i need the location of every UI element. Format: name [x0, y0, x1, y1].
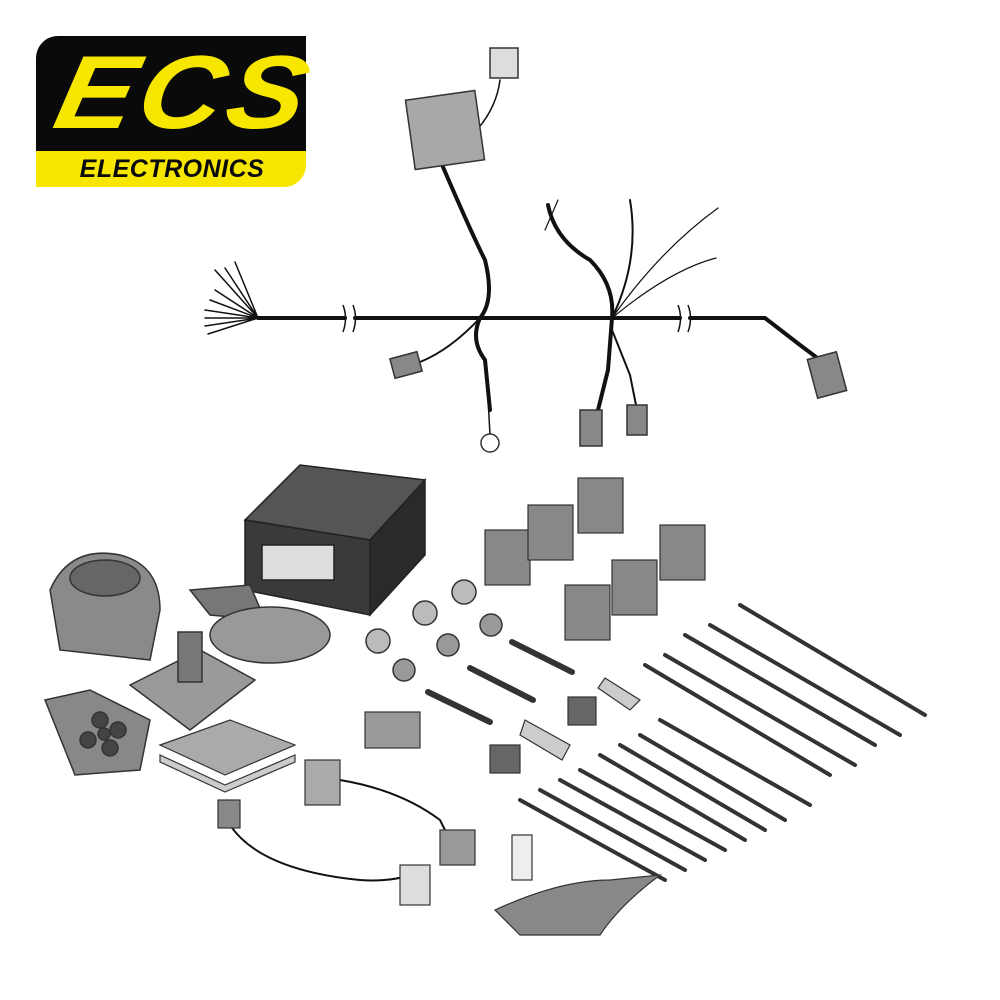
socket-contacts [43, 689, 151, 776]
adhesive-tape [493, 874, 663, 936]
adapter-cable [229, 779, 451, 882]
rubber-grommet [188, 584, 331, 664]
misc-terminals [364, 677, 641, 881]
washers-nuts [365, 579, 503, 682]
bolts [425, 639, 575, 725]
wiring-harness [204, 79, 822, 436]
foam-pads [158, 719, 297, 793]
ecs-electronics-logo: ECS ELECTRONICS [36, 35, 323, 187]
cable-ties [518, 603, 927, 882]
connector-left [579, 409, 603, 447]
ring-terminal [480, 433, 500, 453]
small-connector [388, 350, 424, 380]
trailer-socket [49, 552, 161, 661]
logo-yellow-band [36, 151, 306, 187]
break-marks [342, 304, 692, 333]
control-module [243, 464, 427, 617]
connector-right [626, 404, 648, 436]
adapter-parts [217, 759, 476, 906]
socket-plate [128, 631, 257, 731]
multi-pin-connector [404, 89, 486, 171]
relay-connector [489, 47, 519, 79]
logo-tagline-text: ELECTRONICS [79, 155, 265, 183]
logo-black-panel [36, 36, 306, 151]
end-connector [806, 350, 848, 400]
splice-connectors [484, 477, 706, 641]
harness-connectors [388, 47, 848, 453]
